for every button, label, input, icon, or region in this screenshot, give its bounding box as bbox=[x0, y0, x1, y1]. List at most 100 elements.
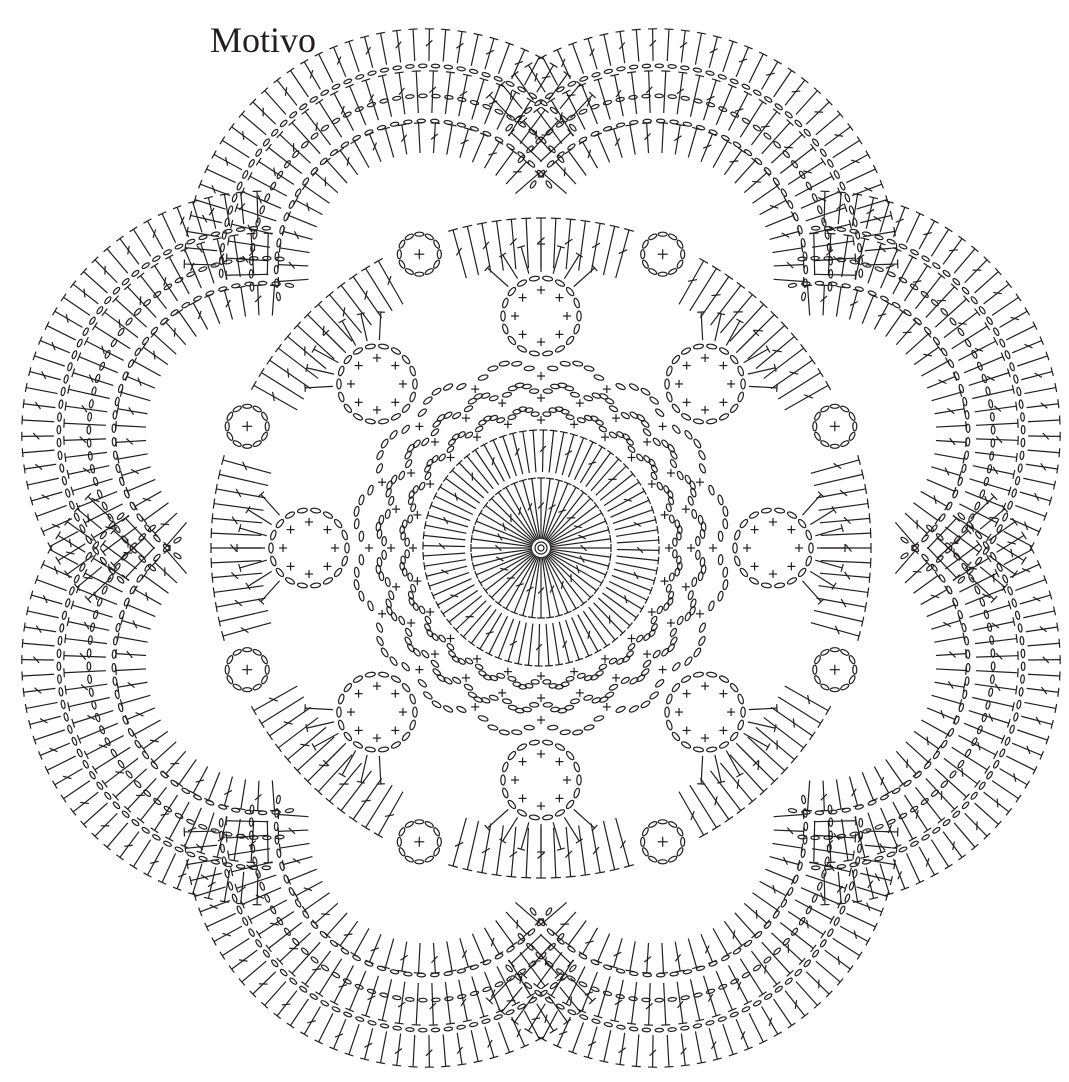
stitch-top-bar bbox=[189, 301, 197, 305]
stitch-slash bbox=[795, 1000, 796, 1009]
double-crochet-stitch bbox=[896, 751, 916, 773]
stitch-slash bbox=[361, 800, 370, 801]
chain-oval bbox=[739, 567, 749, 577]
chain-oval bbox=[859, 269, 863, 277]
double-crochet-stitch bbox=[496, 151, 514, 175]
chain-oval bbox=[276, 292, 281, 301]
double-crochet-stitch bbox=[27, 611, 58, 618]
chain-oval bbox=[590, 674, 599, 681]
chain-oval bbox=[608, 431, 617, 439]
chain-oval bbox=[457, 122, 466, 127]
double-crochet-stitch bbox=[649, 71, 651, 113]
stitch-slash bbox=[366, 47, 371, 54]
chain-oval bbox=[340, 947, 349, 955]
chain-oval bbox=[445, 95, 454, 100]
stitch-top-bar bbox=[759, 52, 767, 56]
chain-oval bbox=[782, 938, 790, 947]
chain-oval bbox=[932, 262, 941, 270]
chain-oval bbox=[782, 150, 790, 159]
stitch-top-bar bbox=[213, 587, 214, 597]
double-crochet-stitch bbox=[874, 303, 888, 329]
double-crochet-stitch bbox=[242, 114, 266, 135]
stitch-slash bbox=[624, 499, 632, 501]
chain-oval bbox=[310, 582, 321, 588]
double-crochet-stitch bbox=[85, 504, 123, 523]
double-crochet-stitch bbox=[385, 129, 393, 158]
double-crochet-stitch bbox=[855, 816, 865, 857]
chain-oval bbox=[730, 78, 739, 85]
chain-oval bbox=[829, 818, 833, 826]
chain-oval bbox=[249, 818, 253, 826]
stitch-top-bar bbox=[481, 443, 488, 447]
chain-oval bbox=[641, 827, 649, 837]
double-crochet-stitch bbox=[1006, 326, 1035, 340]
stitch-top-bar bbox=[550, 63, 558, 68]
chain-oval bbox=[666, 720, 674, 731]
chain-oval bbox=[671, 661, 681, 671]
chain-oval bbox=[143, 299, 152, 307]
double-crochet-stitch bbox=[874, 767, 888, 793]
double-crochet-stitch bbox=[935, 769, 966, 797]
chain-oval bbox=[640, 419, 650, 428]
stitch-top-bar bbox=[547, 993, 555, 998]
stitch-top-bar bbox=[896, 844, 897, 853]
chain-oval bbox=[921, 255, 930, 262]
double-crochet-stitch bbox=[927, 479, 955, 491]
stitch-top-bar bbox=[610, 535, 611, 543]
chain-oval bbox=[141, 826, 150, 834]
chain-oval bbox=[603, 126, 612, 132]
double-crochet-stitch bbox=[543, 430, 544, 472]
double-crochet-stitch bbox=[116, 669, 146, 671]
double-crochet-stitch bbox=[228, 241, 270, 247]
stitch-slash bbox=[282, 1004, 291, 1005]
chain-oval bbox=[988, 399, 993, 408]
double-crochet-stitch bbox=[354, 928, 369, 954]
chain-oval bbox=[676, 259, 684, 269]
double-crochet-stitch bbox=[496, 921, 514, 945]
stitch-top-bar bbox=[1016, 294, 1021, 301]
double-crochet-stitch bbox=[107, 249, 128, 273]
chain-oval bbox=[438, 453, 447, 462]
chain-oval bbox=[629, 95, 638, 100]
chain-oval bbox=[671, 731, 681, 741]
chain-oval bbox=[620, 411, 630, 420]
double-crochet-stitch bbox=[167, 551, 187, 574]
chain-oval bbox=[494, 1014, 503, 1020]
double-crochet-stitch bbox=[122, 467, 151, 476]
chain-oval bbox=[517, 1003, 526, 1010]
chain-oval bbox=[803, 128, 811, 137]
chain-oval bbox=[79, 524, 86, 533]
chain-oval bbox=[469, 1022, 478, 1027]
stitch-top-bar bbox=[392, 1065, 401, 1066]
stitch-slash bbox=[1035, 373, 1042, 378]
chain-oval bbox=[926, 564, 935, 572]
chain-oval bbox=[265, 422, 269, 431]
magic-ring bbox=[535, 542, 547, 554]
chain-oval bbox=[531, 680, 539, 685]
chain-oval bbox=[343, 1011, 352, 1018]
stitch-slash bbox=[989, 517, 998, 518]
double-crochet-stitch bbox=[284, 857, 313, 865]
chain-oval bbox=[417, 973, 426, 977]
chain-oval bbox=[467, 691, 477, 699]
stitch-top-bar bbox=[546, 478, 554, 479]
double-crochet-stitch bbox=[243, 192, 282, 209]
chain-oval bbox=[343, 354, 353, 364]
stitch-top-bar bbox=[229, 965, 234, 972]
chain-oval bbox=[404, 233, 414, 241]
stitch-top-bar bbox=[525, 1029, 533, 1034]
chain-oval bbox=[698, 515, 704, 525]
stitch-slash bbox=[765, 965, 766, 974]
chain-oval bbox=[681, 250, 685, 259]
double-crochet-stitch bbox=[467, 226, 478, 275]
double-crochet-stitch bbox=[433, 943, 435, 973]
double-crochet-stitch bbox=[906, 334, 928, 354]
stitch-top-bar bbox=[594, 649, 601, 653]
double-crochet-stitch bbox=[572, 618, 589, 656]
chain-oval bbox=[691, 509, 697, 519]
stitch-top-bar bbox=[627, 1023, 636, 1024]
chain-oval bbox=[62, 476, 67, 485]
double-crochet-stitch bbox=[762, 1007, 778, 1035]
double-crochet-stitch bbox=[825, 127, 851, 146]
double-crochet-stitch bbox=[753, 186, 778, 203]
